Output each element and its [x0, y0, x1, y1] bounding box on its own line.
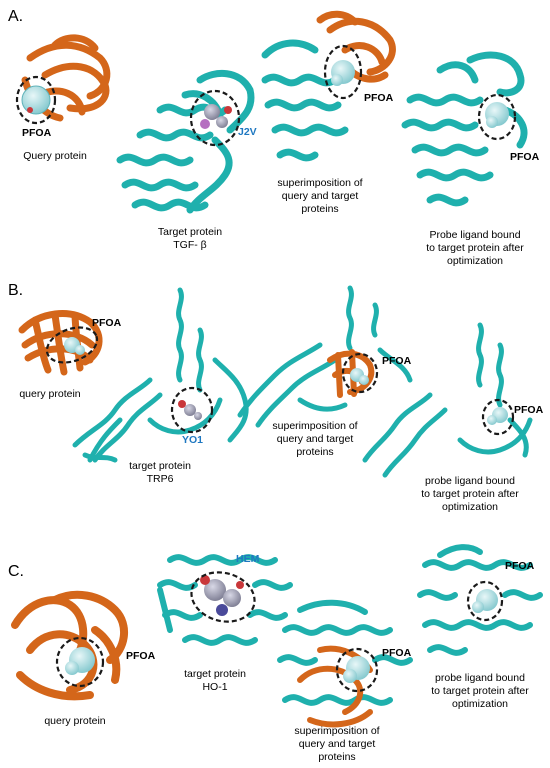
- panel-c-optimized-caption: probe ligand bound to target protein aft…: [415, 672, 545, 711]
- panel-a-optimized-caption: Probe ligand bound to target protein aft…: [410, 229, 540, 268]
- panel-a-query-ligand-label: PFOA: [22, 127, 52, 139]
- panel-a-superimposed-caption-line-1: superimposition of: [277, 177, 363, 189]
- panel-b-query-caption: query protein: [19, 388, 81, 400]
- panel-b-optimized-caption-line-1: probe ligand bound: [425, 475, 515, 487]
- panel-b-superimposed-caption-line-1: superimposition of: [272, 420, 358, 432]
- panel-a-query-site-marker: [15, 75, 57, 125]
- panel-c-target-structure: [157, 554, 293, 646]
- panel-a-superimposed-caption-line-2: query and target: [281, 190, 359, 202]
- panel-c-superimposed-caption-line-2: query and target: [298, 738, 376, 750]
- panel-a-optimized-site-marker: [477, 93, 517, 141]
- panel-c-superimposed-caption-line-3: proteins: [318, 751, 356, 763]
- panel-b-query-structure: [18, 310, 103, 376]
- panel-c-query-ligand-label: PFOA: [126, 650, 156, 662]
- panel-c-letter: C.: [8, 563, 24, 580]
- panel-c-superimposed-caption: superimposition of query and target prot…: [282, 725, 392, 764]
- panel-b-target-structure: [72, 287, 249, 463]
- panel-c-target-caption: target protein HO-1: [175, 668, 255, 694]
- panel-a-target-caption-line-1: Target protein: [157, 226, 223, 238]
- panel-c-optimized-caption-line-2: to target protein after: [431, 685, 529, 697]
- panel-b-optimized-site-marker: [481, 398, 515, 436]
- panel-b-optimized-caption-line-3: optimization: [441, 501, 499, 513]
- panel-a-query-caption: Query protein: [23, 150, 87, 162]
- panel-b-target-caption-line-1: target protein: [129, 460, 191, 472]
- panel-a-optimized-caption-line-3: optimization: [446, 255, 504, 267]
- panel-a-optimized-structure: [401, 51, 528, 207]
- panel-a-target-site-marker: [189, 89, 241, 147]
- panel-a-superimposed-caption: superimposition of query and target prot…: [265, 177, 375, 216]
- panel-b-optimized-caption-line-2: to target protein after: [421, 488, 519, 500]
- panel-c-superimposed-caption-line-1: superimposition of: [294, 725, 380, 737]
- panel-b-superimposed-site-marker: [341, 352, 379, 394]
- panel-b-query-site-marker: [45, 326, 99, 364]
- panel-a-superimposed-ligand-label: PFOA: [364, 92, 394, 104]
- panel-a-optimized-caption-line-2: to target protein after: [426, 242, 524, 254]
- panel-a-target-caption-line-2: TGF- β: [173, 239, 207, 251]
- panel-c-query-structure: [11, 590, 129, 701]
- panel-b-target-caption-line-2: TRP6: [146, 473, 174, 485]
- panel-b-target-site-marker: [170, 386, 214, 434]
- panel-b-superimposed-caption: superimposition of query and target prot…: [260, 420, 370, 459]
- panel-a-target-ligand-label: J2V: [238, 126, 257, 138]
- panel-a-optimized-caption-line-1: Probe ligand bound: [429, 229, 521, 241]
- panel-b-optimized-caption: probe ligand bound to target protein aft…: [405, 475, 535, 514]
- panel-c-query-caption: query protein: [44, 715, 106, 727]
- panel-a-superimposed-caption-line-3: proteins: [301, 203, 339, 215]
- panel-a-target-caption: Target protein TGF- β: [145, 226, 235, 252]
- panel-a-superimposed-site-marker: [323, 44, 363, 100]
- panel-a-optimized-ligand-label: PFOA: [510, 151, 540, 163]
- panel-c-optimized-structure: [417, 544, 543, 656]
- panel-c-superimposed-site-marker: [335, 647, 379, 693]
- panel-c-target-caption-line-1: target protein: [184, 668, 246, 680]
- panel-c-optimized-caption-line-1: probe ligand bound: [435, 672, 525, 684]
- panel-c-query-site-marker: [55, 636, 105, 688]
- panel-a-letter: A.: [8, 8, 24, 25]
- panel-b-target-caption: target protein TRP6: [115, 460, 205, 486]
- panel-c-target-ligand-label: HEM: [236, 553, 260, 565]
- panel-c-optimized-ligand-label: PFOA: [505, 560, 535, 572]
- panel-b-superimposed-caption-line-2: query and target: [276, 433, 354, 445]
- panel-b-optimized-ligand-label: PFOA: [514, 404, 544, 416]
- panel-b-superimposed-caption-line-3: proteins: [296, 446, 334, 458]
- panel-a-superimposed-structure: [261, 10, 396, 162]
- panel-a-target-structure: [116, 69, 255, 214]
- panel-b-superimposed-structure: [237, 285, 413, 428]
- panel-a-query-structure: [21, 34, 111, 122]
- panel-b-optimized-structure: [362, 322, 533, 478]
- panel-c-optimized-caption-line-3: optimization: [451, 698, 509, 710]
- panel-c-optimized-site-marker: [466, 580, 504, 622]
- panel-b-superimposed-ligand-label: PFOA: [382, 355, 412, 367]
- panel-c-target-site-marker: [190, 571, 256, 623]
- panel-b-letter: B.: [8, 282, 24, 299]
- panel-c-superimposed-structure: [277, 599, 413, 728]
- panel-c-target-caption-line-2: HO-1: [202, 681, 228, 693]
- panel-b-target-ligand-label: YO1: [182, 434, 204, 446]
- panel-c-superimposed-ligand-label: PFOA: [382, 647, 412, 659]
- panel-b-query-ligand-label: PFOA: [92, 317, 122, 329]
